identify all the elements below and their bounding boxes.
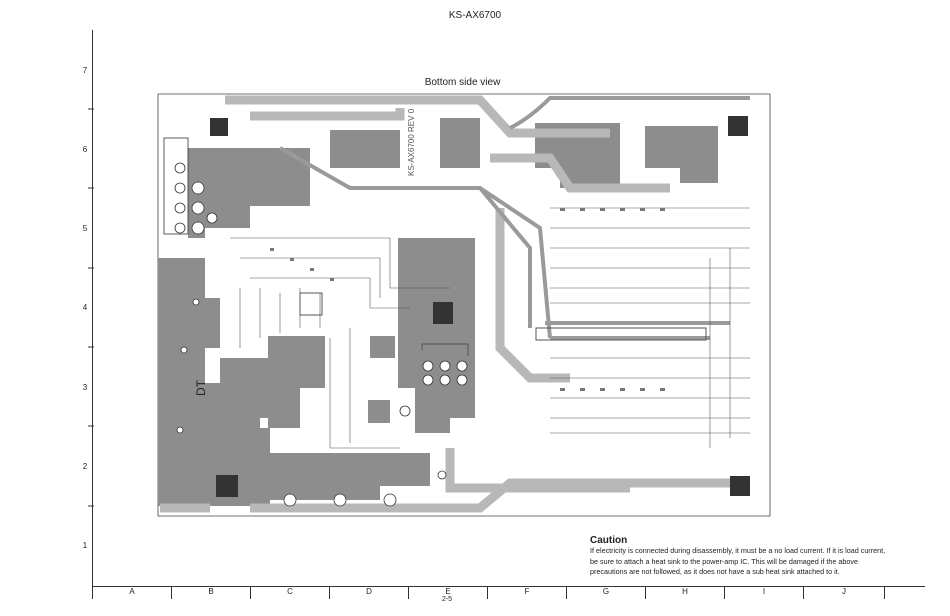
view-label: Bottom side view bbox=[424, 77, 501, 88]
grid-column-label: J bbox=[803, 587, 885, 599]
grid-column-label: C bbox=[250, 587, 329, 599]
copper-pours bbox=[158, 118, 718, 506]
caution-title: Caution bbox=[590, 535, 628, 546]
grid-column-label: B bbox=[171, 587, 250, 599]
wide-traces bbox=[160, 95, 750, 513]
grid-row-label: 6 bbox=[82, 145, 88, 154]
connector-outline bbox=[163, 137, 189, 235]
document-title: KS-AX6700 bbox=[448, 10, 502, 21]
drawing-frame bbox=[92, 30, 925, 587]
grid-row-label: 4 bbox=[82, 303, 88, 312]
grid-column-label: A bbox=[92, 587, 171, 599]
through-holes bbox=[174, 162, 468, 507]
power-traces bbox=[279, 96, 750, 340]
grid-row-label: 5 bbox=[82, 224, 88, 233]
grid-column-label: I bbox=[724, 587, 803, 599]
ic-outlines bbox=[299, 292, 707, 356]
grid-row-label: 1 bbox=[82, 541, 88, 550]
grid-column-label: E bbox=[408, 587, 487, 599]
grid-column-label: H bbox=[645, 587, 724, 599]
component-pads bbox=[210, 116, 750, 497]
silkscreen-marking: DT bbox=[194, 379, 208, 396]
caution-text: If electricity is connected during disas… bbox=[590, 546, 886, 577]
pcb-board-drawing: KS-AX6700 REV 0 DT bbox=[157, 93, 771, 517]
page-number: 2-5 bbox=[441, 596, 453, 603]
grid-row-label: 3 bbox=[82, 383, 88, 392]
grid-column-label: G bbox=[566, 587, 645, 599]
row-ticks bbox=[88, 108, 94, 507]
signal-traces bbox=[230, 207, 750, 449]
grid-column-label: F bbox=[487, 587, 566, 599]
grid-row-label: 7 bbox=[82, 66, 88, 75]
grid-row-label: 2 bbox=[82, 462, 88, 471]
grid-column-label: D bbox=[329, 587, 408, 599]
small-pads bbox=[270, 208, 665, 391]
board-silkscreen: KS-AX6700 REV 0 bbox=[407, 108, 416, 176]
